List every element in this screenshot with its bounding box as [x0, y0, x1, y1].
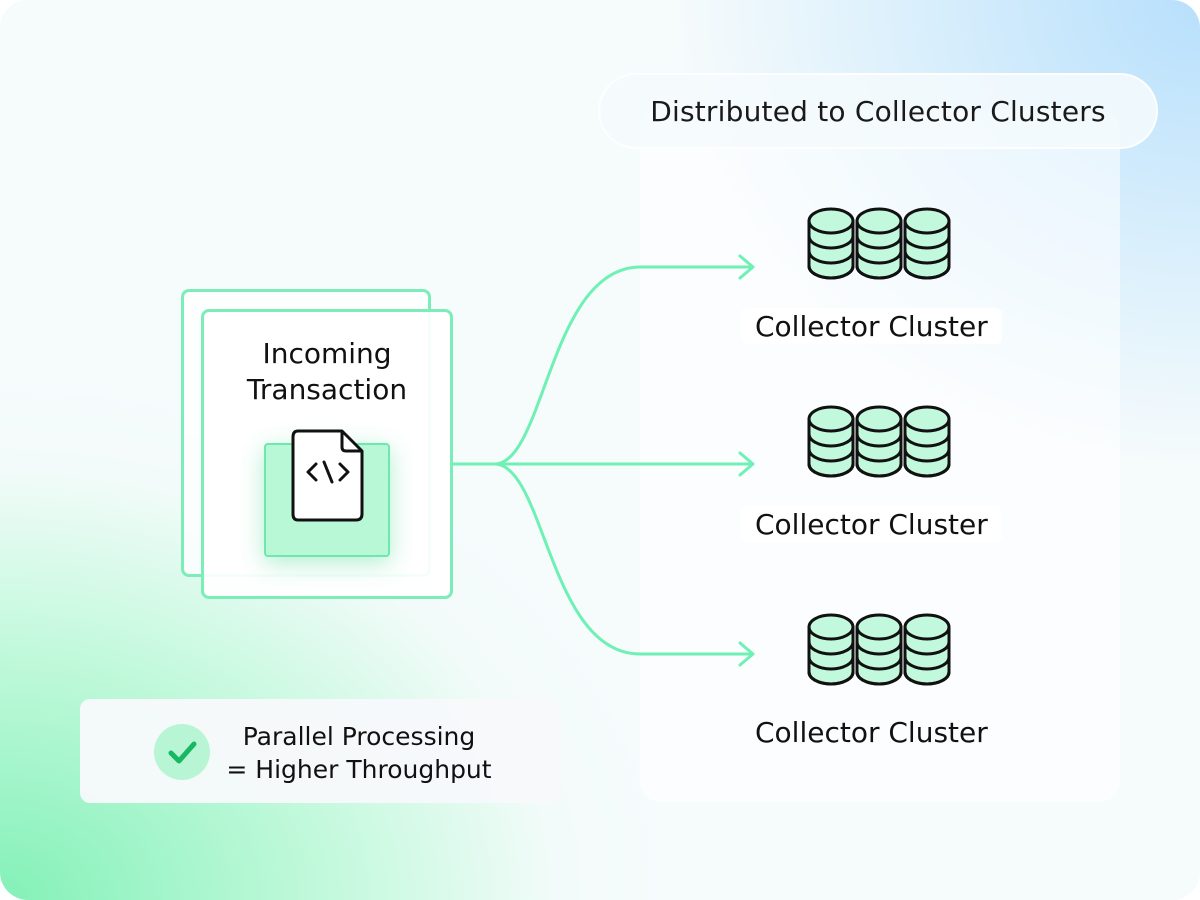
arrow-head-top [738, 254, 755, 280]
badge-line1: Parallel Processing [242, 722, 476, 751]
arrow-head-bottom [738, 641, 755, 667]
transaction-title: Incoming Transaction [201, 336, 453, 408]
badge-line2: = Higher Throughput [226, 755, 492, 784]
arrow-head-middle [738, 451, 755, 477]
panel-title: Distributed to Collector Clusters [650, 94, 1106, 128]
check-badge [154, 724, 210, 780]
check-icon [168, 741, 197, 764]
transaction-title-line2: Transaction [246, 373, 408, 406]
connector-line-top [451, 265, 754, 466]
database-cluster-icon [806, 204, 954, 294]
badge-text: Parallel Processing = Higher Throughput [224, 720, 494, 786]
cluster-label: Collector Cluster [755, 715, 988, 749]
transaction-title-line1: Incoming [262, 337, 392, 370]
code-file-icon [291, 429, 364, 522]
connector-line-bottom [451, 462, 754, 656]
database-cluster-icon [806, 402, 954, 492]
database-cluster-icon [806, 610, 954, 700]
cluster-label: Collector Cluster [741, 308, 1002, 344]
cluster-label: Collector Cluster [741, 506, 1002, 542]
panel-header: Distributed to Collector Clusters [598, 73, 1158, 149]
transaction-card [201, 309, 453, 599]
